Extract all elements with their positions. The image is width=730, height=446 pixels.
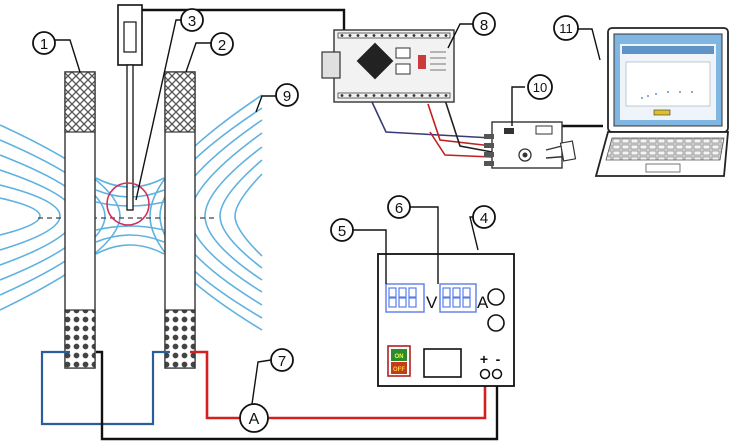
- callout-3-label: 3: [188, 13, 196, 30]
- callout-5: 5: [330, 218, 354, 242]
- callout-markers: 1 2 3 4 5 6 7 8: [32, 8, 579, 372]
- power-supply: V A ON OFF + -: [377, 253, 515, 387]
- probe-highlight-circle: [106, 182, 150, 226]
- voltage-knob[interactable]: [487, 288, 505, 306]
- ammeter: A: [239, 403, 269, 433]
- callout-11: 11: [553, 15, 579, 41]
- laptop-icon: [594, 26, 730, 177]
- volt-unit-label: V: [426, 293, 438, 312]
- callout-8: 8: [472, 12, 496, 36]
- callout-4-label: 4: [480, 210, 488, 227]
- terminal-plus-label: +: [480, 351, 488, 367]
- callout-1: 1: [32, 31, 56, 55]
- coil-connection-wire: [40, 350, 170, 426]
- callout-9: 9: [275, 83, 299, 107]
- switch-off-label: OFF: [393, 367, 405, 373]
- callout-9-label: 9: [283, 88, 291, 105]
- hall-probe: [106, 4, 150, 226]
- ammeter-symbol: A: [249, 411, 260, 428]
- arduino-sensor-wires: [371, 99, 493, 158]
- callout-2-label: 2: [218, 37, 226, 54]
- current-display: [439, 283, 477, 313]
- callout-4: 4: [472, 205, 496, 229]
- switch-on-label: ON: [395, 354, 404, 360]
- power-supply-panel: [423, 348, 462, 378]
- callout-2: 2: [210, 32, 234, 56]
- callout-1-label: 1: [40, 36, 48, 53]
- callout-6: 6: [387, 195, 411, 219]
- sensor-module-icon: [484, 121, 577, 169]
- callout-7-label: 7: [278, 353, 286, 370]
- terminal-minus-label: -: [496, 351, 501, 367]
- callout-8-label: 8: [480, 17, 488, 34]
- callout-10: 10: [527, 74, 553, 100]
- callout-6-label: 6: [395, 200, 403, 217]
- callout-5-label: 5: [338, 223, 346, 240]
- terminal-minus[interactable]: [491, 368, 503, 380]
- right-coil: [164, 71, 196, 369]
- amp-unit-label: A: [477, 293, 489, 312]
- terminal-plus[interactable]: [479, 368, 491, 380]
- voltage-display: [385, 283, 425, 313]
- left-coil: [64, 71, 96, 369]
- current-knob[interactable]: [487, 314, 505, 332]
- callout-7: 7: [270, 348, 294, 372]
- power-switch[interactable]: ON OFF: [387, 345, 411, 377]
- callout-11-label: 11: [559, 21, 573, 36]
- callout-10-label: 10: [533, 80, 547, 95]
- red-wire: [190, 350, 487, 420]
- callout-3: 3: [180, 8, 204, 32]
- microcontroller-board-icon: [321, 29, 455, 103]
